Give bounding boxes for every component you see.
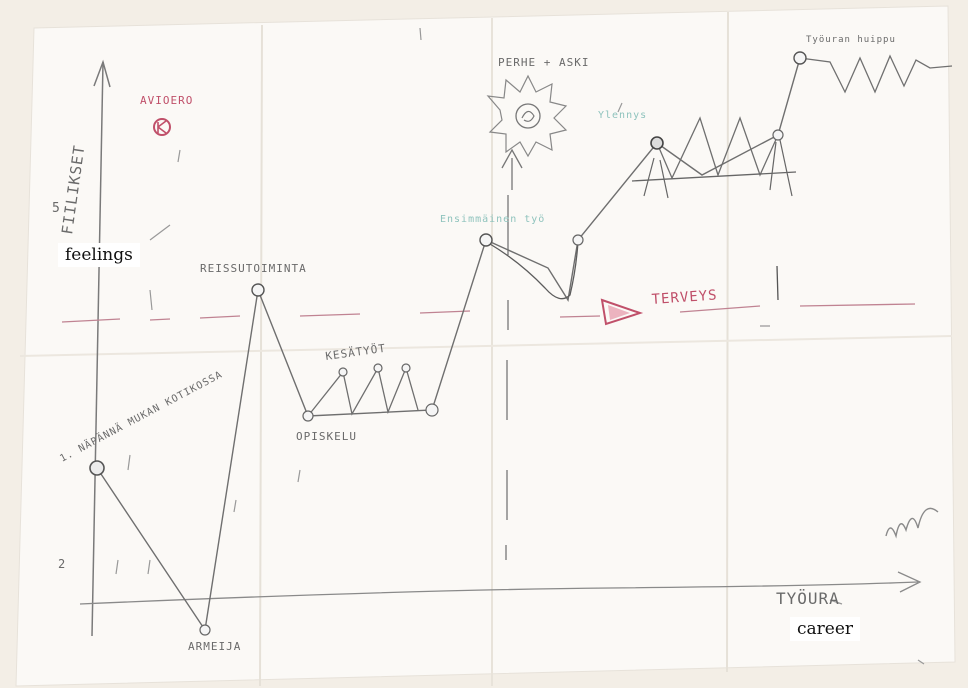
label-travel: REISSUTOIMINTA: [200, 262, 307, 275]
fold-crease: [259, 24, 263, 687]
fold-crease: [19, 335, 953, 357]
label-studies: OPISKELU: [296, 430, 357, 443]
x-axis-label: TYÖURA: [776, 589, 840, 608]
y-tick-top: 5: [52, 201, 61, 216]
label-promotion: Ylennys: [598, 110, 647, 121]
label-top: Työuran huippu: [806, 35, 896, 45]
pencil-strokes: [115, 27, 925, 665]
work-baseline: [631, 171, 797, 182]
family-arrow: [501, 148, 523, 190]
milestone-promotion-dot: [650, 136, 664, 150]
divorce-mark: [153, 118, 171, 136]
milestone-studies-dot: [302, 410, 314, 422]
milestone-job-dot: [401, 363, 411, 373]
y-tick-bottom: 2: [58, 557, 66, 571]
milestone-travel-dot: [251, 283, 265, 297]
milestone-low-dot: [199, 624, 211, 636]
y-axis-arrow: [93, 59, 111, 88]
health-arrow-icon: [600, 298, 644, 326]
divorce-mark-inner: [157, 120, 167, 134]
label-health: TERVEYS: [651, 287, 718, 308]
health-pink-tick: [776, 265, 779, 301]
fold-crease: [726, 11, 729, 673]
top-zigzag: [799, 54, 953, 94]
career-overlay-label: career: [790, 617, 861, 641]
milestone-late-dot: [772, 129, 784, 141]
feelings-overlay-label: feelings: [58, 243, 140, 267]
health-arrow-fill: [608, 305, 630, 320]
corner-scribble: [885, 507, 939, 539]
milestone-start-dot: [89, 460, 105, 476]
y-axis-line: [91, 61, 104, 637]
label-family: PERHE + ASKI: [498, 56, 589, 69]
milestone-job-dot: [338, 367, 348, 377]
milestone-studies-end-dot: [425, 403, 439, 417]
life-curve-dip: [489, 241, 579, 300]
work-scribbles: [643, 139, 793, 199]
label-divorce: AVIOERO: [140, 94, 193, 107]
milestone-first-job-dot: [479, 233, 493, 247]
milestone-job-dot: [373, 363, 383, 373]
x-axis-line: [79, 581, 919, 605]
milestone-recovery-dot: [572, 234, 584, 246]
milestone-top-dot: [793, 51, 807, 65]
label-low-point: ARMEIJA: [188, 640, 241, 653]
neutral-dashed-line: [61, 303, 916, 323]
sun-doodle: [486, 74, 568, 158]
vertical-dashed-line: [505, 195, 509, 560]
work-zigzag: [656, 116, 779, 180]
label-first-job: Ensimmäinen työ: [440, 214, 545, 225]
x-axis-arrow: [897, 571, 922, 593]
